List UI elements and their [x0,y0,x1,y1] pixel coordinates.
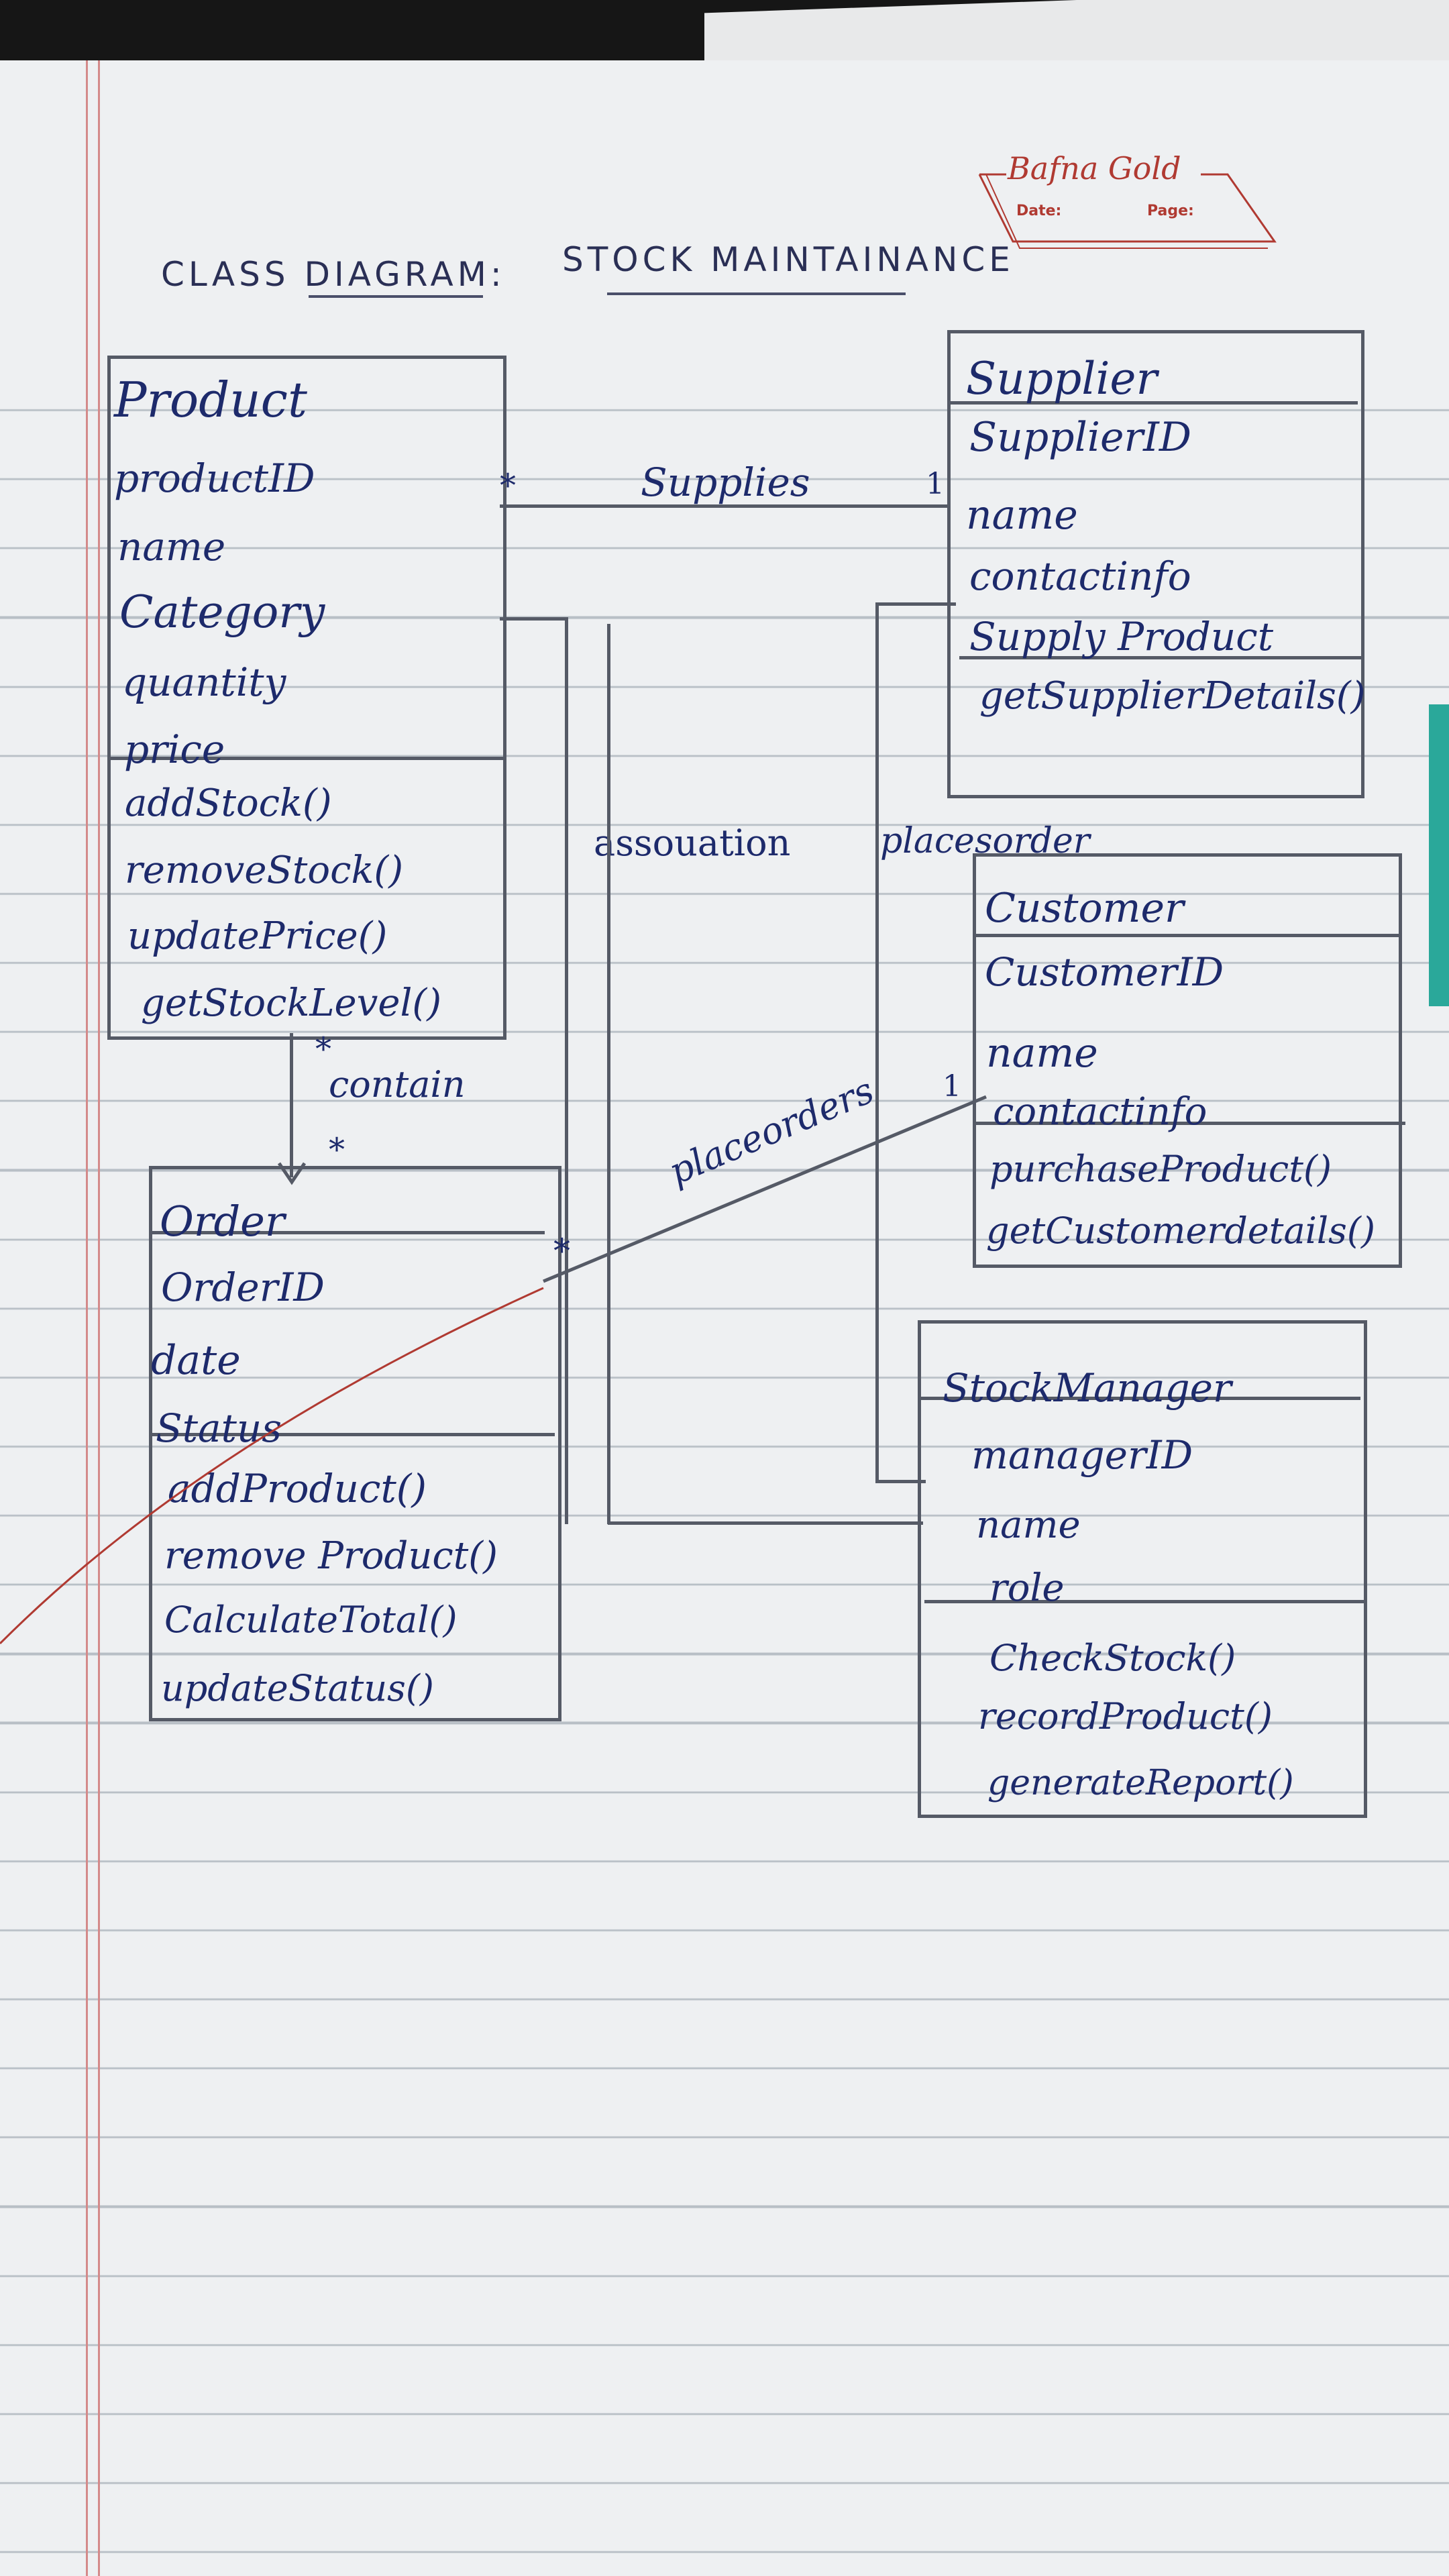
class-divider [149,1231,545,1234]
notebook-page [0,60,1449,2576]
relation-label: assouation [594,822,791,864]
attribute: Category [119,586,325,638]
method: getSupplierDetails() [979,674,1366,718]
connector-line [290,1033,293,1177]
method: purchaseProduct() [989,1148,1332,1190]
multiplicity-label: 1 [943,1069,961,1104]
class-divider [947,401,1358,405]
brand-stamp-frame [978,173,1277,249]
title-underline [607,292,906,295]
method: getCustomerdetails() [986,1210,1376,1252]
method: remove Product() [164,1534,498,1578]
multiplicity-label: * [553,1232,570,1271]
connector-line [875,1480,926,1483]
relation-label: contain [329,1063,466,1106]
class-name: StockManager [943,1365,1232,1411]
connector-line [608,1521,923,1525]
connector-line [500,617,567,621]
attribute: date [151,1337,241,1384]
class-box [947,330,1364,798]
class-box [107,356,506,1040]
multiplicity-label: * [329,1131,345,1169]
attribute: productID [114,455,315,501]
relation-label: Supplies [641,460,810,505]
connector-line [875,602,879,1483]
attribute: quantity [122,659,286,705]
class-name: Customer [985,885,1184,932]
diagram-title-prefix: CLASS DIAGRAM: [161,255,506,294]
attribute: name [966,492,1078,539]
attribute: Status [156,1405,282,1451]
attribute: name [976,1503,1081,1547]
attribute: OrderID [161,1265,325,1310]
multiplicity-label: * [315,1030,331,1068]
method: recordProduct() [978,1695,1273,1737]
class-divider [976,1122,1405,1125]
pen-stroke-mark [0,1287,544,1645]
attribute: role [989,1566,1065,1610]
method: addProduct() [168,1466,427,1511]
attribute: name [986,1030,1098,1077]
arrow-down-icon [277,1162,307,1185]
page-label: Page: [1147,203,1194,219]
class-name: Supplier [966,353,1158,405]
connector-line [607,624,610,1524]
class-divider [973,934,1399,937]
class-divider [149,1433,555,1436]
class-divider [924,1600,1367,1603]
multiplicity-label: * [500,467,516,504]
class-divider [918,1397,1360,1400]
diagram-title-subject: STOCK MAINTAINANCE [562,240,1014,279]
class-name: Product [114,372,307,428]
method: updateStatus() [161,1667,434,1709]
class-box [149,1166,561,1721]
connector-diagonal [543,1095,987,1283]
connector-line [565,617,568,1524]
method: CheckStock() [989,1637,1236,1679]
attribute: price [124,727,225,772]
page-header-area [0,60,1449,349]
class-divider [107,757,506,760]
method: generateReport() [987,1763,1294,1803]
attribute: contactinfo [969,553,1191,599]
attribute: Supply Product [969,614,1274,659]
method: addStock() [125,782,332,825]
class-box [918,1320,1367,1818]
attribute: managerID [971,1432,1193,1478]
attribute: contactinfo [993,1090,1208,1134]
class-box [973,853,1402,1268]
class-name: Order [160,1197,285,1246]
brand-name: Bafna Gold [1008,150,1181,186]
class-divider [959,656,1362,659]
method: updatePrice() [127,914,388,958]
attribute: name [117,524,226,570]
method: CalculateTotal() [164,1599,458,1641]
attribute: CustomerID [985,949,1224,995]
margin-line [86,60,88,2576]
connector-line [875,602,956,606]
connector-line [500,504,947,508]
date-label: Date: [1016,203,1062,219]
margin-line [98,60,100,2576]
right-edge-strip [1429,704,1449,1006]
multiplicity-label: 1 [926,467,945,501]
relation-label: placesorder [880,821,1090,861]
title-underline [309,295,483,298]
method: getStockLevel() [141,981,442,1025]
method: removeStock() [125,849,404,892]
attribute: SupplierID [969,414,1191,461]
